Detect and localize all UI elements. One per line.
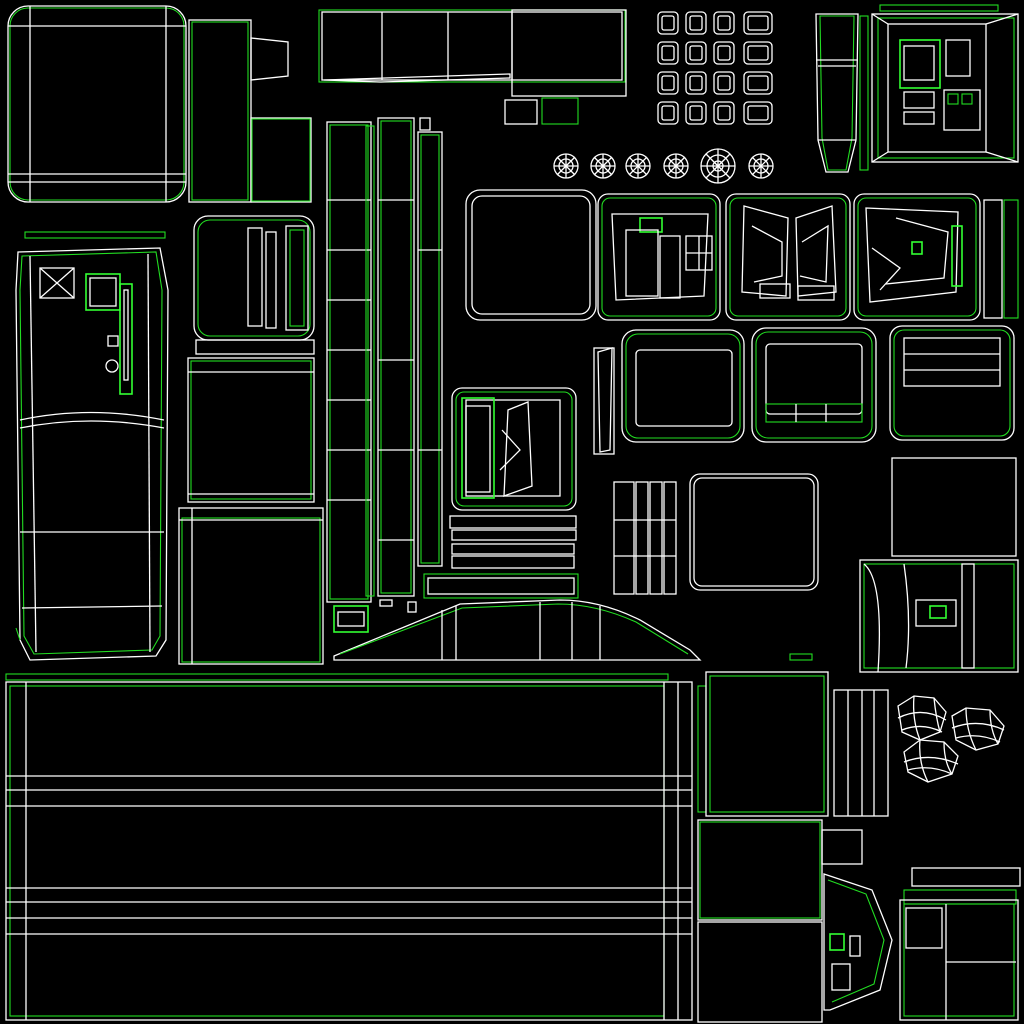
uv-island-panel-interior-2: [725, 193, 851, 321]
uv-island-rounded-panel-with-slots: [193, 215, 315, 355]
uv-island-radial-discs: [553, 148, 774, 184]
uv-island-rounded-panel-c: [889, 325, 1015, 441]
uv-island-button-grid: [657, 11, 773, 125]
uv-island-rounded-panel-b: [751, 327, 877, 443]
uv-island-tall-cabinet: [15, 231, 169, 661]
uv-island-slat-stack: [613, 481, 677, 595]
uv-island-sphere-balls: [897, 695, 1005, 783]
uv-island-top-left-panel: [7, 5, 187, 203]
uv-island-top-left-side: [188, 19, 312, 203]
uv-island-top-strip: [318, 9, 627, 125]
uv-island-console-screen: [423, 387, 579, 599]
uv-island-top-right-tapered: [815, 13, 869, 173]
uv-island-plain-rounded-panel: [465, 189, 597, 321]
uv-island-ramp: [333, 599, 813, 661]
uv-island-rounded-panel-a: [593, 329, 745, 455]
uv-island-top-right-control-panel: [871, 4, 1019, 163]
uv-island-rounded-square: [689, 473, 819, 591]
uv-island-vertical-strips: [326, 117, 443, 633]
uv-island-square-box-2: [178, 507, 324, 665]
uv-island-panel-interior-1: [597, 193, 721, 321]
uv-island-square-block-bottom: [697, 671, 889, 865]
uv-island-bottom-right-cabinet: [899, 867, 1021, 1021]
uv-island-large-floor-plane: [5, 673, 693, 1021]
uv-island-square-box-1: [187, 357, 315, 503]
uv-island-panel-interior-3: [853, 193, 1019, 321]
uv-island-lower-blocks: [697, 819, 893, 1023]
uv-island-right-box-and-frame: [859, 457, 1019, 673]
